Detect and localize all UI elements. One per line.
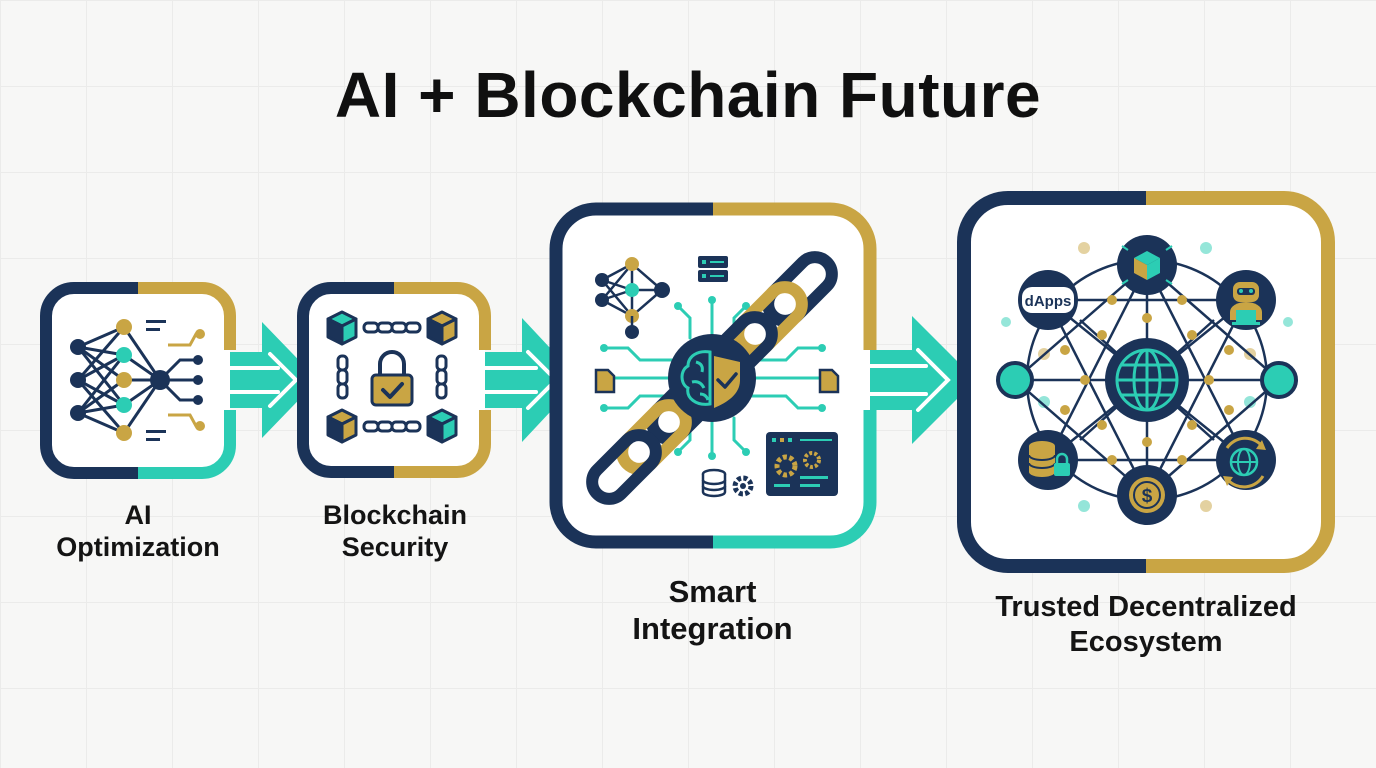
- page-title: AI + Blockchain Future: [334, 59, 1042, 131]
- stage-label-line2: Optimization: [56, 532, 220, 563]
- stage-label-blockchain-security: Blockchain Security: [295, 499, 495, 564]
- secure-database-node: [1018, 430, 1078, 490]
- small-neural-network-icon: [595, 257, 670, 339]
- server-icon: [698, 256, 728, 282]
- code-window-icon: [766, 432, 838, 496]
- stage-label-trusted-ecosystem: Trusted Decentralized Ecosystem: [940, 590, 1352, 660]
- ai-robot-node: [1216, 270, 1276, 330]
- globe-icon: [1105, 338, 1189, 422]
- brain-icon: [680, 350, 712, 406]
- gear-icon: [732, 475, 754, 497]
- stage-label-line2: Integration: [632, 611, 793, 647]
- padlock-icon: [370, 350, 414, 407]
- globe-network-icon: dApps: [996, 235, 1298, 525]
- stage-label-ai-optimization: AI Optimization: [38, 499, 238, 564]
- dapps-node: dApps: [1018, 270, 1078, 330]
- flow-arrow-3: [862, 316, 976, 444]
- shield-icon: [714, 356, 740, 408]
- stage-label-line1: AI: [124, 500, 152, 530]
- stage-label-line1: Smart: [668, 574, 757, 609]
- stage-label-line1: Blockchain: [322, 500, 468, 530]
- document-icon-right: [818, 368, 840, 394]
- stage-label-line2: Ecosystem: [1069, 625, 1223, 658]
- neural-network-icon: [70, 319, 205, 441]
- chained-blocks-lock-icon: [326, 310, 458, 444]
- teal-node-left: [996, 361, 1034, 399]
- blockchain-cube-node: [1117, 235, 1177, 295]
- global-sync-node: [1216, 430, 1276, 490]
- stage-label-line1: Trusted Decentralized: [995, 591, 1297, 623]
- dapps-label: dApps: [1025, 293, 1072, 310]
- glow-dots: [1001, 242, 1293, 512]
- database-icon: [701, 468, 727, 498]
- document-icon-left: [594, 368, 616, 394]
- teal-node-right: [1260, 361, 1298, 399]
- stage-label-smart-integration: Smart Integration: [600, 573, 825, 647]
- stage-label-line2: Security: [341, 532, 449, 563]
- crypto-coin-node: $: [1117, 465, 1177, 525]
- flow-arrow-1: [222, 322, 318, 438]
- chain-brain-shield-icon: [586, 251, 840, 505]
- currency-symbol: $: [1142, 486, 1153, 507]
